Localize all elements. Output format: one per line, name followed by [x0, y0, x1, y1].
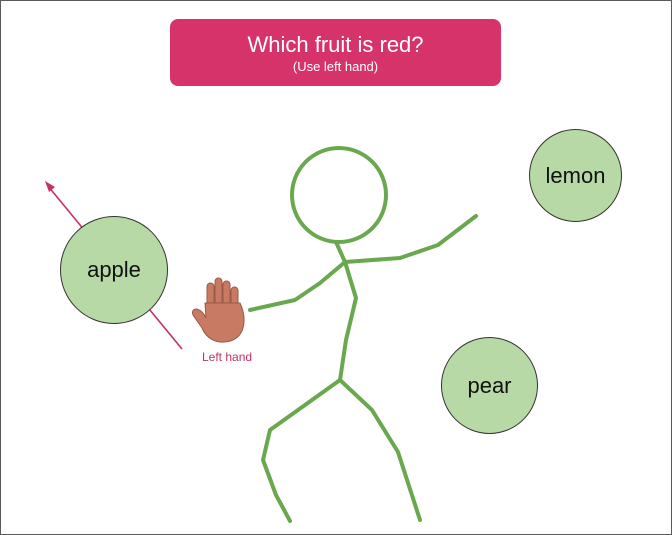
fruit-label: apple [87, 257, 141, 282]
fruit-label: pear [467, 372, 512, 398]
fruit-label: lemon [545, 162, 606, 188]
question-title: Which fruit is red? [247, 32, 424, 57]
fruit-lemon[interactable]: lemon [529, 129, 622, 222]
question-banner: Which fruit is red? (Use left hand) [170, 19, 501, 86]
question-subtitle: (Use left hand) [292, 59, 379, 74]
fruit-apple[interactable]: apple [60, 216, 168, 324]
hand-label: Left hand [202, 350, 253, 364]
fruit-pear[interactable]: pear [441, 337, 538, 434]
